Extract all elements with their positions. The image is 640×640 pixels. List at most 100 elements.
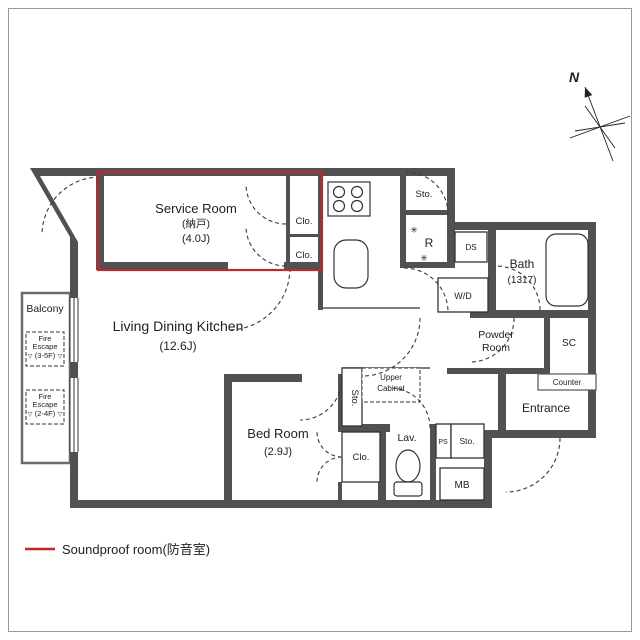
- upper-cabinet-label-2: Cabinet: [377, 384, 405, 393]
- wall-segment: [400, 176, 406, 268]
- ldk-label: Living Dining Kitchen: [113, 318, 244, 334]
- storage-hall-label: Sto.: [349, 390, 360, 407]
- compass-rose: N: [569, 69, 631, 162]
- door-swing-arc: [389, 387, 431, 429]
- bathtub-icon: [545, 233, 589, 307]
- sink-icon: [333, 239, 369, 289]
- door-swing-arc: [299, 377, 343, 421]
- wall-segment: [447, 368, 550, 374]
- hatch-triangle-icon: ▽: [58, 412, 63, 418]
- bath-size: (1317): [508, 275, 537, 286]
- fire-escape-line1: Fire: [39, 334, 52, 343]
- room-labels: Service Room (納戸) (4.0J) Living Dining K…: [113, 189, 582, 491]
- bed-room-size: (2.9J): [264, 446, 292, 458]
- fixtures: [327, 181, 597, 501]
- toilet-icon: [395, 449, 421, 483]
- fire-escape-line3: (2-4F): [35, 409, 56, 418]
- door-swing-arc: [495, 265, 541, 311]
- burner-icon: [332, 199, 346, 213]
- page-border: [8, 8, 632, 632]
- storage-small-label: Sto.: [459, 436, 474, 446]
- fire-escape-box: [25, 331, 65, 367]
- fire-escape-line2: Escape: [32, 342, 57, 351]
- north-arrow-icon: [584, 87, 593, 98]
- bath-label: Bath: [510, 257, 535, 271]
- wall-segment: [96, 176, 104, 270]
- fire-escape-box: [25, 389, 65, 425]
- duct-space-box: [454, 231, 488, 263]
- wall-segment: [286, 176, 290, 266]
- lavatory-label: Lav.: [397, 432, 416, 444]
- fire-escape-line3: (3-5F): [35, 351, 56, 360]
- door-swing-arc: [245, 183, 287, 225]
- wall-segment: [378, 424, 386, 500]
- hatch-triangle-icon: ▽: [28, 354, 33, 360]
- wall-segment: [400, 262, 452, 268]
- wall-segment: [470, 310, 596, 318]
- closet-label: Clo.: [296, 250, 313, 261]
- meter-box-label: MB: [455, 480, 470, 491]
- compass-needle: [584, 86, 614, 162]
- soundproof-legend-label: Soundproof room(防音室): [62, 542, 210, 557]
- pipe-space-label: PS: [438, 439, 448, 446]
- meter-box: [439, 467, 485, 501]
- refrigerator-label: R: [425, 236, 434, 250]
- counter-label: Counter: [553, 378, 582, 387]
- legend: Soundproof room(防音室): [25, 542, 210, 557]
- burner-icon: [350, 199, 364, 213]
- compass-line: [584, 105, 616, 149]
- door-swing-arc: [505, 437, 561, 493]
- wall-segment: [338, 374, 342, 432]
- wall-segment: [498, 374, 506, 438]
- upper-cabinet-label-1: Upper: [380, 373, 402, 382]
- door-swing-arc: [41, 176, 101, 236]
- washer-dryer-box: [437, 277, 489, 313]
- stove-icon: [327, 181, 371, 217]
- bed-room-label: Bed Room: [247, 426, 308, 441]
- counter-shelf: [537, 373, 597, 391]
- door-swing-arc: [405, 171, 449, 215]
- hatch-triangle-icon: ▽: [28, 412, 33, 418]
- toilet-tank-icon: [393, 481, 423, 497]
- service-room-label: Service Room: [155, 201, 237, 216]
- wall-segment: [96, 262, 228, 270]
- door-swing-arcs: [41, 171, 561, 493]
- snowflake-icon: ✳: [420, 253, 428, 263]
- wall-segment: [338, 424, 390, 432]
- wall-segment: [430, 432, 436, 500]
- washer-dryer-label: W/D: [454, 291, 472, 301]
- wall-segment: [338, 482, 342, 500]
- balcony-section: Balcony Fire Escape (3-5F) ▽ ▽ Fire Esca…: [20, 291, 72, 465]
- snowflake-icon: ✳: [410, 225, 418, 235]
- wall-segment: [284, 262, 322, 270]
- door-swing-arc: [227, 267, 291, 331]
- wall-segment: [544, 318, 550, 374]
- fire-escape-hatch-2: Fire Escape (2-4F) ▽ ▽: [25, 389, 65, 425]
- interior-walls: [96, 176, 596, 500]
- wall-segment: [400, 210, 452, 215]
- balcony-label: Balcony: [26, 303, 64, 315]
- balcony-outline: [20, 291, 72, 465]
- windows: [69, 298, 79, 452]
- wall-segment: [318, 176, 323, 310]
- bedroom-closet-box: [341, 431, 381, 483]
- door-swing-arc: [403, 267, 449, 313]
- service-room-size: (4.0J): [182, 233, 210, 245]
- wall-segment: [286, 234, 322, 237]
- service-room-kana: (納戸): [182, 217, 210, 230]
- wall-segment: [224, 374, 232, 500]
- soundproof-room-outline: [96, 170, 324, 272]
- door-swing-arc: [469, 317, 515, 363]
- north-label: N: [569, 69, 580, 85]
- duct-space-label: DS: [465, 243, 476, 252]
- hatch-triangle-icon: ▽: [58, 354, 63, 360]
- fire-escape-hatch-1: Fire Escape (3-5F) ▽ ▽: [25, 331, 65, 367]
- wall-segment: [488, 222, 496, 318]
- burner-icon: [332, 185, 346, 199]
- door-swing-arc: [245, 225, 287, 267]
- wall-segment: [447, 230, 455, 268]
- fire-escape-line1: Fire: [39, 392, 52, 401]
- storage-small-box: [450, 423, 485, 459]
